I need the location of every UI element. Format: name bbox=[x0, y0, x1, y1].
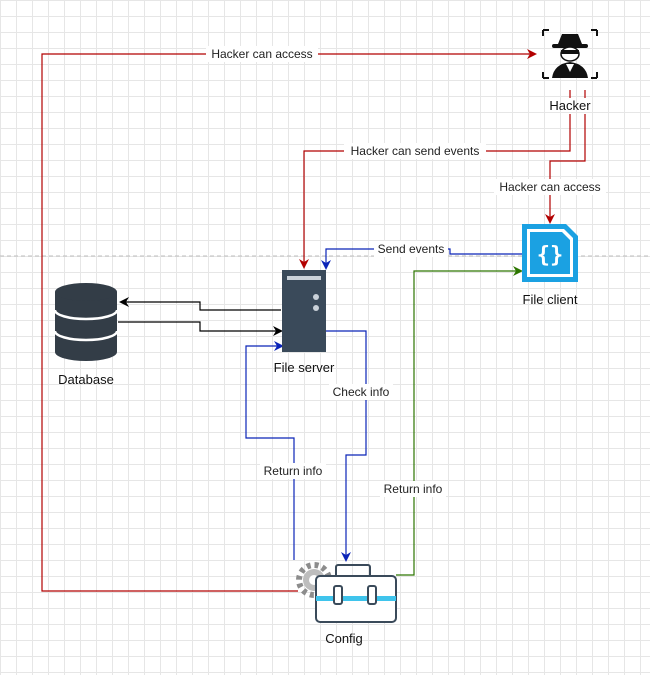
database-label: Database bbox=[58, 372, 114, 387]
config-label: Config bbox=[325, 631, 363, 646]
label-hacker-can-send-events: Hacker can send events bbox=[344, 143, 486, 159]
database-node[interactable]: Database bbox=[53, 283, 119, 387]
edge-return-info-server[interactable] bbox=[245, 341, 295, 560]
label-check-info: Check info bbox=[329, 384, 393, 400]
label-hacker-can-access-client: Hacker can access bbox=[494, 179, 606, 195]
edge-label: Return info bbox=[264, 464, 323, 478]
svg-text:{}: {} bbox=[537, 243, 564, 268]
server-icon bbox=[282, 270, 326, 352]
edge-send-events[interactable] bbox=[321, 248, 522, 270]
database-icon bbox=[53, 283, 119, 361]
edge-database-to-server[interactable] bbox=[118, 321, 283, 336]
edge-label: Hacker can access bbox=[499, 180, 600, 194]
edge-label: Check info bbox=[333, 385, 390, 399]
file-server-node[interactable]: File server bbox=[274, 270, 335, 375]
toolbox-icon bbox=[315, 564, 397, 623]
config-node[interactable]: Config bbox=[296, 562, 397, 646]
edge-label: Send events bbox=[378, 242, 445, 256]
hacker-icon bbox=[542, 29, 598, 79]
edge-label: Hacker can send events bbox=[351, 144, 480, 158]
edge-label: Hacker can access bbox=[211, 47, 312, 61]
file-client-label: File client bbox=[523, 292, 578, 307]
file-server-label: File server bbox=[274, 360, 335, 375]
hacker-node[interactable]: Hacker bbox=[542, 29, 598, 113]
label-hacker-can-access-top: Hacker can access bbox=[206, 46, 318, 62]
hacker-label: Hacker bbox=[549, 98, 591, 113]
file-client-node[interactable]: {} File client bbox=[522, 224, 578, 307]
file-code-icon: {} bbox=[522, 224, 578, 282]
edge-check-info[interactable] bbox=[326, 330, 367, 562]
label-return-info-server: Return info bbox=[260, 463, 326, 479]
label-return-info-client: Return info bbox=[380, 481, 446, 497]
label-send-events: Send events bbox=[374, 241, 448, 257]
edge-hacker-access-client[interactable] bbox=[545, 114, 586, 224]
edge-return-info-client[interactable] bbox=[396, 266, 523, 576]
edge-label: Return info bbox=[384, 482, 443, 496]
edge-server-to-database[interactable] bbox=[119, 297, 281, 311]
